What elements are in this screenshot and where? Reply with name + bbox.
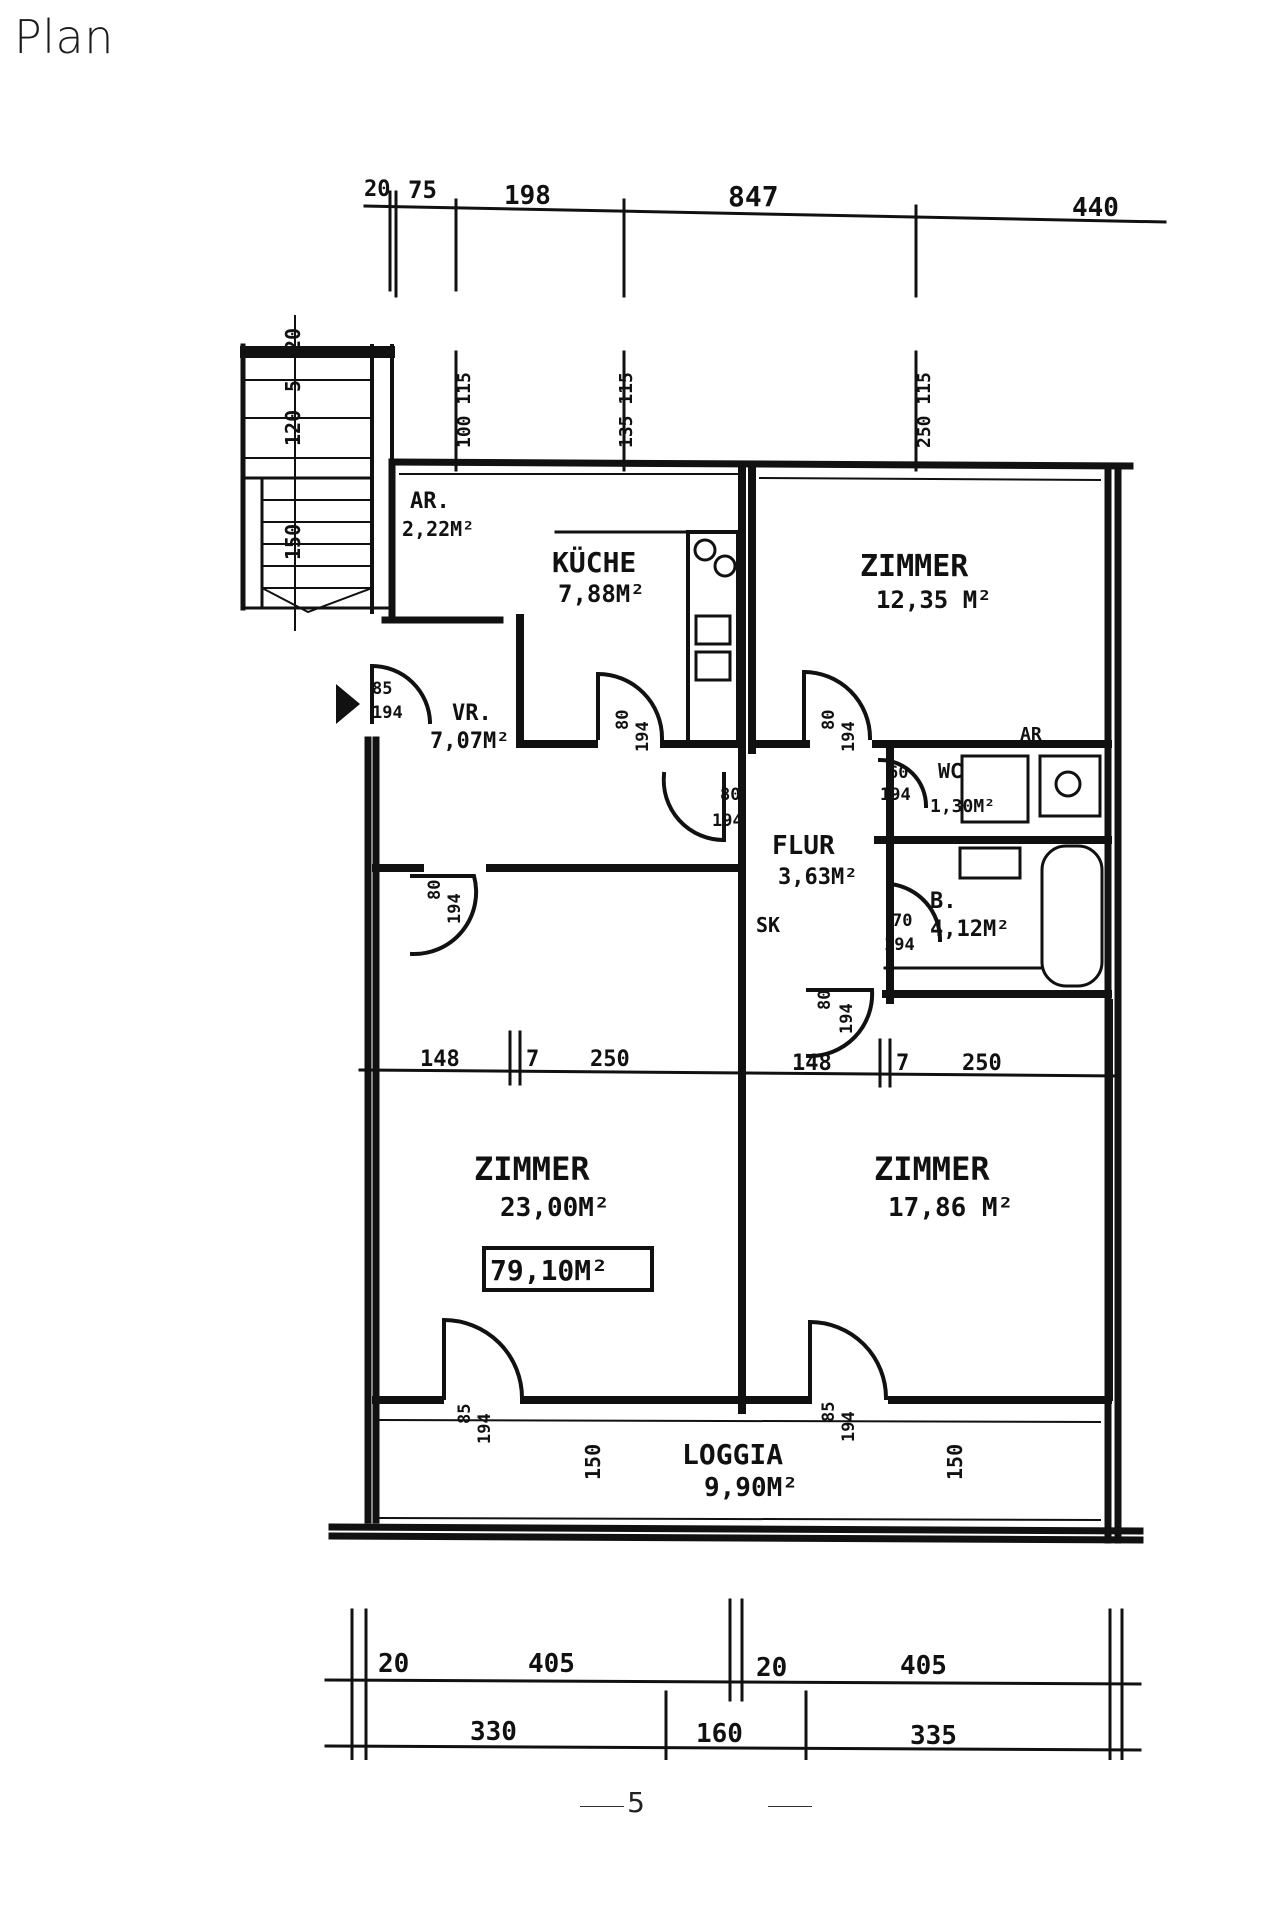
middle-dim-250-right: 250 <box>962 1051 1002 1076</box>
door-sk-lower-height: 194 <box>837 1003 857 1034</box>
door-kueche-height: 194 <box>633 721 653 752</box>
room-kueche-name: KÜCHE <box>552 545 636 579</box>
room-loggia-name: LOGGIA <box>682 1438 783 1471</box>
window-dim-zimmer: 250 115 <box>914 372 935 448</box>
door-entry-width: 85 <box>372 679 392 699</box>
kitchen-counter <box>554 530 740 746</box>
door-zimmer-2-width: 85 <box>455 1404 475 1424</box>
stair-dim-150: 150 <box>281 524 305 560</box>
window-dim-middle: 135 115 <box>616 372 637 448</box>
room-zimmer-2-name: ZIMMER <box>474 1150 590 1188</box>
door-bad-height: 194 <box>884 935 915 955</box>
room-flur-name: FLUR <box>772 831 835 861</box>
room-ar-name: AR. <box>410 489 450 514</box>
door-vr-lower-width: 80 <box>425 880 445 900</box>
top-dim-20: 20 <box>364 177 391 202</box>
top-dim-198: 198 <box>504 181 551 211</box>
door-wc-width: 60 <box>888 763 908 783</box>
page-title: Plan <box>14 10 114 64</box>
room-flur-area: 3,63M² <box>778 865 857 890</box>
stair-dim-5: 5 <box>281 380 305 392</box>
door-zimmer-1-height: 194 <box>839 721 859 752</box>
bottom-dimension-lines <box>324 1598 1142 1760</box>
loggia-window-left: 150 <box>581 1444 605 1480</box>
door-zimmer-3-width: 85 <box>819 1402 839 1422</box>
footer-rule-right <box>768 1806 812 1807</box>
room-wc-area: 1,30M² <box>930 796 995 817</box>
bottom-dim-335: 335 <box>910 1721 957 1751</box>
floor-plan: 20 75 198 847 440 20 120 5 150 100 115 1… <box>240 176 1167 1760</box>
room-kueche-area: 7,88M² <box>558 580 645 608</box>
top-dimension-line <box>363 190 1167 472</box>
window-dim-kitchen: 100 115 <box>454 372 475 448</box>
footer-rule-left <box>580 1806 624 1807</box>
entry-arrow <box>336 684 360 724</box>
top-dim-75: 75 <box>408 176 437 204</box>
middle-dim-148-right: 148 <box>792 1051 832 1076</box>
stair-structure <box>240 315 395 631</box>
middle-dim-7-right: 7 <box>896 1051 909 1076</box>
door-zimmer-1-width: 80 <box>819 710 839 730</box>
outer-walls <box>328 458 1144 1544</box>
stair-dim-120: 120 <box>281 410 305 446</box>
door-kueche-width: 80 <box>613 710 633 730</box>
middle-dim-250-left: 250 <box>590 1047 630 1072</box>
top-dim-847: 847 <box>728 180 779 213</box>
door-bad-width: 70 <box>892 911 912 931</box>
bottom-dim-20-right: 20 <box>756 1653 787 1683</box>
door-flur-height: 194 <box>712 811 743 831</box>
loggia-window-right: 150 <box>943 1444 967 1480</box>
interior-walls <box>372 462 1112 1414</box>
door-sk-lower-width: 80 <box>815 990 835 1010</box>
door-entry-height: 194 <box>372 703 403 723</box>
door-flur-width: 80 <box>720 785 740 805</box>
door-vr-lower-height: 194 <box>445 893 465 924</box>
room-bad-area: 4,12M² <box>930 917 1009 942</box>
middle-dim-7-left: 7 <box>526 1047 539 1072</box>
page-footer: 5 <box>0 1786 1272 1826</box>
room-ar-2-name: AR <box>1020 724 1042 745</box>
door-zimmer-3-height: 194 <box>839 1411 859 1442</box>
room-vr-area: 7,07M² <box>430 729 509 754</box>
room-sk-name: SK <box>756 913 780 937</box>
bottom-dim-160: 160 <box>696 1719 743 1749</box>
top-dim-440: 440 <box>1072 193 1119 223</box>
bottom-dim-330: 330 <box>470 1717 517 1747</box>
door-zimmer-2-height: 194 <box>475 1413 495 1444</box>
stair-dim-20: 20 <box>281 328 305 352</box>
room-ar-area: 2,22M² <box>402 517 474 541</box>
windows <box>378 473 1113 1522</box>
room-loggia-area: 9,90M² <box>704 1473 798 1503</box>
total-area: 79,10M² <box>490 1254 608 1287</box>
room-zimmer-1-name: ZIMMER <box>860 549 969 584</box>
room-vr-name: VR. <box>452 701 492 726</box>
total-area-box <box>482 1246 654 1292</box>
room-zimmer-1-area: 12,35 M² <box>876 586 992 614</box>
room-zimmer-2-area: 23,00M² <box>500 1193 610 1223</box>
middle-dimension-line <box>358 1030 1122 1088</box>
bottom-dim-405-right: 405 <box>900 1651 947 1681</box>
page-number: 5 <box>627 1786 645 1819</box>
door-arcs <box>370 663 943 1401</box>
room-zimmer-3-area: 17,86 M² <box>888 1193 1013 1223</box>
bathroom-fixtures <box>883 754 1104 988</box>
room-wc-name: WC <box>938 759 962 783</box>
door-wc-height: 194 <box>880 785 911 805</box>
middle-dim-148-left: 148 <box>420 1047 460 1072</box>
bottom-dim-405-left: 405 <box>528 1649 575 1679</box>
room-zimmer-3-name: ZIMMER <box>874 1150 990 1188</box>
room-bad-name: B. <box>930 889 957 914</box>
bottom-dim-20-left: 20 <box>378 1649 409 1679</box>
